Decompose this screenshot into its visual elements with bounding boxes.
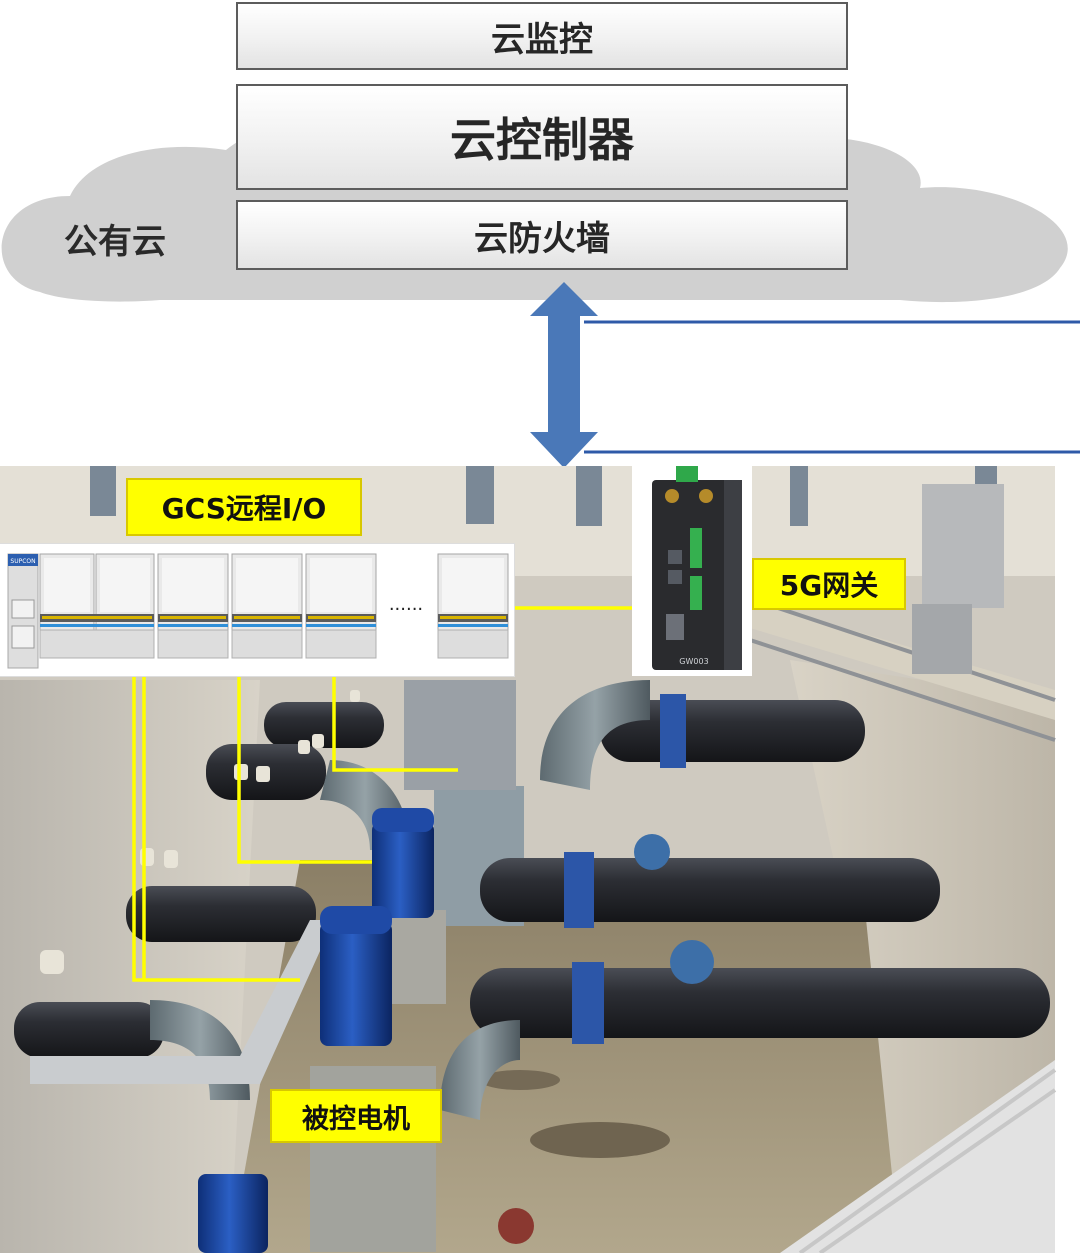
gateway-device-photo: GW003 [632,458,752,676]
signal-wiring [132,606,632,982]
module-ellipsis: ...... [389,594,423,615]
cloud-controller-layer: 云控制器 [236,84,848,190]
public-cloud-label: 公有云 [64,222,166,262]
remote-io-label: GCS远程I/O [126,478,362,536]
cloud-monitor-label: 云监控 [491,19,593,60]
gcs-remote-io-rack: SUPCON [0,544,514,676]
motor-label-text: 被控电机 [302,1103,410,1135]
motor-1 [372,822,434,918]
cloud-firewall-layer: 云防火墙 [236,200,848,270]
bidirectional-arrow [530,282,598,468]
brand-logo-text: SUPCON [10,558,35,565]
gateway-model-text: GW003 [679,657,708,666]
remote-io-label-text: GCS远程I/O [161,492,327,525]
motor-3 [198,1174,268,1253]
motor-label: 被控电机 [270,1089,442,1143]
gateway-label: 5G网关 [752,558,906,610]
gateway-label-text: 5G网关 [779,569,879,602]
cloud-firewall-label: 云防火墙 [474,218,610,259]
cloud-controller-label: 云控制器 [450,113,634,167]
motor-2 [320,922,392,1046]
cloud-monitor-layer: 云监控 [236,2,848,70]
